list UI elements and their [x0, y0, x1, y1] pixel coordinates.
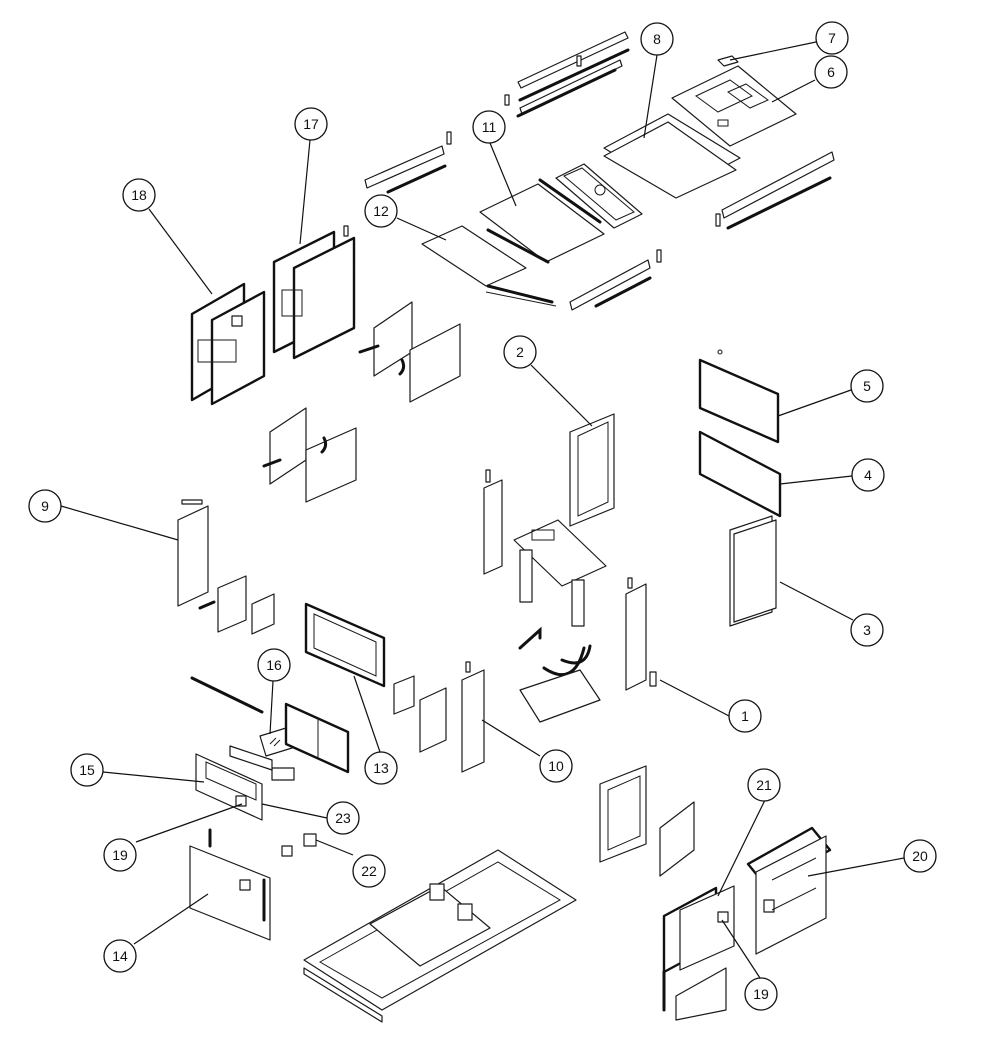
lower-right-box	[599, 765, 695, 877]
callout-8: 8	[640, 22, 674, 56]
callout-12: 12	[364, 194, 398, 228]
callout-7: 7	[815, 21, 849, 55]
leader-lines	[60, 41, 905, 979]
part-16-panel	[190, 676, 350, 774]
callout-11: 11	[472, 110, 506, 144]
curved-duct	[518, 626, 601, 723]
callout-12-label: 12	[373, 203, 389, 219]
part-6-roof-panel	[671, 65, 797, 147]
part-8-panel	[603, 113, 741, 199]
part-5-frame	[698, 349, 780, 444]
part-14-panel	[189, 828, 271, 941]
callout-5-label: 5	[863, 378, 871, 394]
callout-14-label: 14	[112, 948, 128, 964]
part-15-panel	[195, 745, 295, 821]
callout-8-label: 8	[653, 31, 661, 47]
callout-19-right: 19	[744, 977, 778, 1011]
part-1-column	[625, 577, 657, 691]
callout-1: 1	[728, 699, 762, 733]
callout-20: 20	[903, 839, 937, 873]
callout-23-label: 23	[335, 810, 351, 826]
part-21-door	[662, 885, 735, 1021]
callout-17-label: 17	[303, 116, 319, 132]
part-2-frame	[569, 413, 615, 527]
callout-16-label: 16	[266, 657, 282, 673]
callout-14: 14	[103, 939, 137, 973]
callout-23: 23	[326, 801, 360, 835]
callout-9-label: 9	[41, 498, 49, 514]
part-17-door-assembly	[272, 225, 356, 360]
center-support-stand	[483, 469, 607, 627]
part-13-frame	[304, 602, 415, 715]
callout-21: 21	[747, 768, 781, 802]
callout-2: 2	[503, 335, 537, 369]
part-4-frame	[698, 430, 782, 518]
callout-4-label: 4	[864, 467, 872, 483]
callout-22: 22	[352, 854, 386, 888]
callout-18-label: 18	[131, 187, 147, 203]
callout-17: 17	[294, 107, 328, 141]
callout-13: 13	[364, 751, 398, 785]
part-18-door-assembly	[190, 282, 266, 406]
callout-15: 15	[70, 753, 104, 787]
callout-19-left: 19	[103, 838, 137, 872]
callout-15-label: 15	[79, 762, 95, 778]
callout-3-label: 3	[863, 622, 871, 638]
callout-4: 4	[851, 458, 885, 492]
part-11-panel	[479, 183, 605, 264]
part-12-panel	[421, 225, 557, 307]
callout-3: 3	[850, 613, 884, 647]
roof-rails	[364, 31, 835, 311]
part-10-column	[419, 661, 485, 773]
callout-13-label: 13	[373, 760, 389, 776]
roof-center-frame	[538, 163, 643, 229]
part-22-bracket	[281, 833, 317, 857]
callout-1-label: 1	[741, 708, 749, 724]
base-frame	[303, 849, 577, 1023]
callout-19-left-label: 19	[112, 847, 128, 863]
callout-21-label: 21	[756, 777, 772, 793]
callout-10: 10	[539, 749, 573, 783]
callout-10-label: 10	[548, 758, 564, 774]
callout-18: 18	[122, 178, 156, 212]
callout-7-label: 7	[828, 30, 836, 46]
callout-9: 9	[28, 489, 62, 523]
callout-19-right-label: 19	[753, 986, 769, 1002]
callout-20-label: 20	[912, 848, 928, 864]
callout-5: 5	[850, 369, 884, 403]
part-20-door	[746, 826, 832, 955]
callout-16: 16	[257, 648, 291, 682]
callout-22-label: 22	[361, 863, 377, 879]
part-7-clip	[717, 55, 739, 67]
callout-2-label: 2	[516, 344, 524, 360]
callout-6-label: 6	[827, 64, 835, 80]
callout-11-label: 11	[482, 119, 497, 135]
part-3-panel	[729, 515, 777, 627]
part-9-frame	[177, 499, 275, 635]
callout-6: 6	[814, 55, 848, 89]
upper-duct-panels	[262, 301, 461, 503]
